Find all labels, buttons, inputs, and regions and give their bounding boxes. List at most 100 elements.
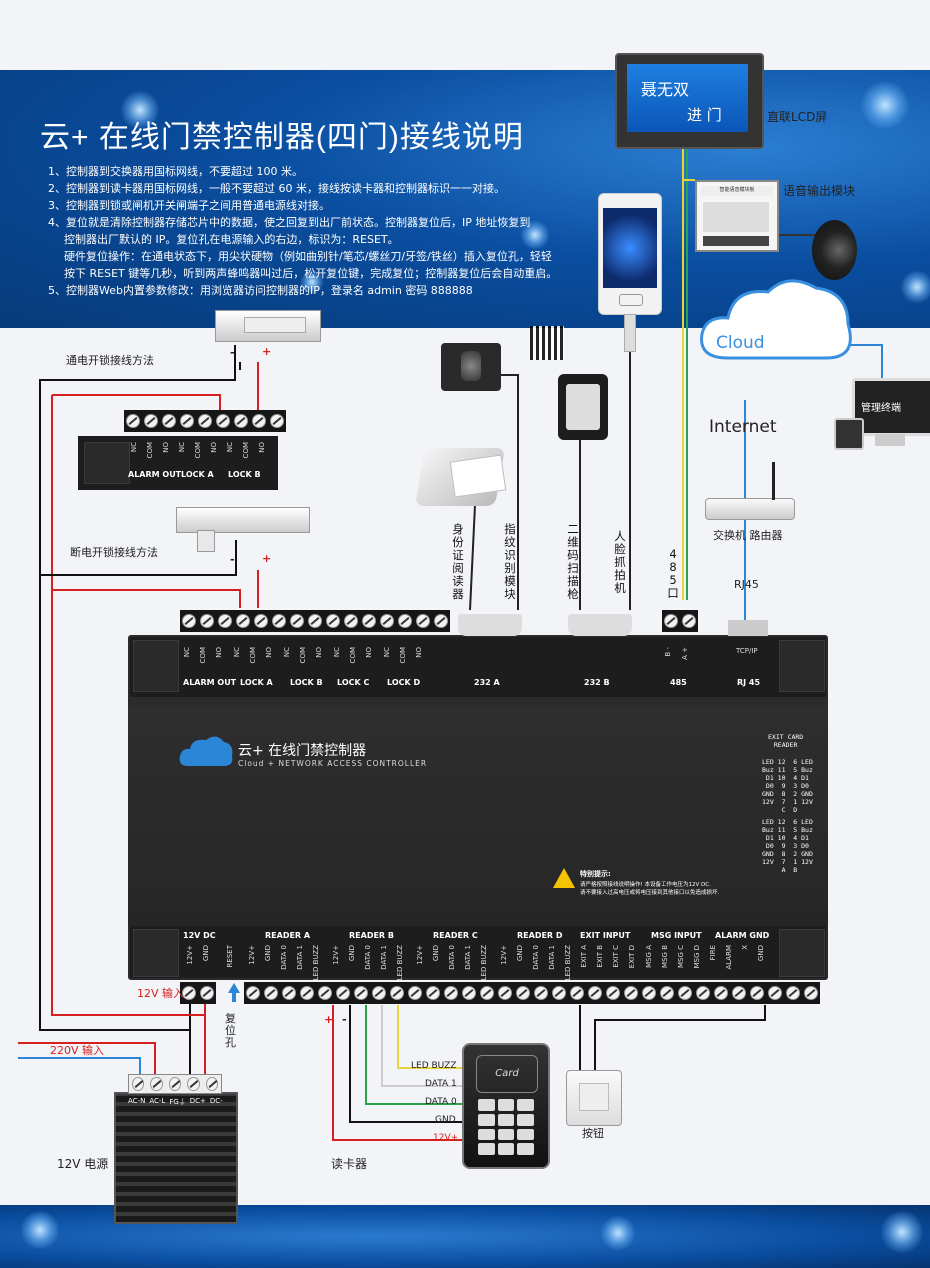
screw-terminal[interactable] [300, 986, 314, 1000]
screw-terminal[interactable] [308, 614, 322, 628]
reader-wire-label: GND [435, 1115, 456, 1125]
screw-terminal[interactable] [444, 986, 458, 1000]
screw-terminal[interactable] [254, 614, 268, 628]
lock-off-label: 断电开锁接线方法 [70, 546, 158, 559]
keypad-key[interactable] [517, 1113, 534, 1126]
screw-terminal[interactable] [678, 986, 692, 1000]
screw-terminal[interactable] [786, 986, 800, 1000]
lock-off-plus: + [262, 552, 272, 565]
screw-terminal[interactable] [182, 986, 196, 1000]
screw-terminal[interactable] [362, 614, 376, 628]
screw-terminal[interactable] [682, 614, 696, 628]
screw-terminal[interactable] [132, 1077, 145, 1091]
keypad-key[interactable] [497, 1113, 515, 1126]
reset-hole-label: 复 位 孔 [225, 1012, 236, 1049]
keypad-key[interactable] [517, 1143, 534, 1155]
wire-reader-d1 [381, 1005, 462, 1087]
top-pin-label: NC [383, 647, 391, 658]
screw-terminal[interactable] [552, 986, 566, 1000]
keypad-key[interactable] [497, 1143, 515, 1155]
screw-terminal[interactable] [282, 986, 296, 1000]
bottom-section-label: READER D [517, 931, 563, 940]
screw-terminal[interactable] [624, 986, 638, 1000]
screw-terminal[interactable] [516, 986, 530, 1000]
screw-terminal[interactable] [234, 414, 248, 428]
exit-button-face[interactable] [579, 1083, 609, 1111]
screw-terminal[interactable] [380, 614, 394, 628]
keypad-key[interactable] [517, 1128, 534, 1141]
screw-terminal[interactable] [664, 614, 678, 628]
psu-pin: DC+ [189, 1097, 206, 1105]
screw-terminal[interactable] [344, 614, 358, 628]
keypad-key[interactable] [478, 1143, 495, 1155]
screw-terminal[interactable] [264, 986, 278, 1000]
power-terminals [180, 982, 216, 1004]
screw-terminal[interactable] [246, 986, 260, 1000]
screw-terminal[interactable] [426, 986, 440, 1000]
screw-terminal[interactable] [480, 986, 494, 1000]
db9-port-232a[interactable] [458, 614, 522, 636]
screw-terminal[interactable] [218, 614, 232, 628]
screw-terminal[interactable] [150, 1077, 163, 1091]
screw-terminal[interactable] [696, 986, 710, 1000]
screw-terminal[interactable] [462, 986, 476, 1000]
screw-terminal[interactable] [144, 414, 158, 428]
screw-terminal[interactable] [126, 414, 140, 428]
screw-terminal[interactable] [236, 614, 250, 628]
screw-terminal[interactable] [372, 986, 386, 1000]
screw-terminal[interactable] [398, 614, 412, 628]
screw-terminal[interactable] [660, 986, 674, 1000]
lock-off-minus: - [230, 553, 235, 566]
screw-terminal[interactable] [252, 414, 266, 428]
screw-terminal[interactable] [205, 1077, 219, 1091]
screw-terminal[interactable] [180, 414, 194, 428]
screw-terminal[interactable] [390, 986, 404, 1000]
screw-terminal[interactable] [200, 614, 214, 628]
screw-terminal[interactable] [162, 414, 176, 428]
screw-terminal[interactable] [588, 986, 602, 1000]
screw-terminal[interactable] [768, 986, 782, 1000]
screw-terminal[interactable] [272, 614, 286, 628]
keypad-key[interactable] [497, 1128, 515, 1141]
note-item: 4、复位就是清除控制器存储芯片中的数据，使之回复到出厂前状态。控制器复位后，IP… [48, 216, 531, 229]
keypad-key[interactable] [478, 1128, 495, 1141]
screw-terminal[interactable] [200, 986, 214, 1000]
screw-terminal[interactable] [714, 986, 728, 1000]
db9-port-232b[interactable] [568, 614, 632, 636]
screw-terminal[interactable] [354, 986, 368, 1000]
exit-button-device[interactable] [566, 1070, 622, 1126]
screw-terminal[interactable] [198, 414, 212, 428]
keypad-key[interactable] [517, 1099, 534, 1111]
screw-terminal[interactable] [336, 986, 350, 1000]
screw-terminal[interactable] [804, 986, 818, 1000]
screw-terminal[interactable] [187, 1077, 200, 1091]
screw-terminal[interactable] [642, 986, 656, 1000]
screw-terminal[interactable] [290, 614, 304, 628]
screw-terminal[interactable] [606, 986, 620, 1000]
keypad-key[interactable] [497, 1099, 515, 1111]
bottom-pin-label: EXIT D [628, 945, 636, 969]
screw-terminal[interactable] [270, 414, 284, 428]
screw-terminal[interactable] [416, 614, 430, 628]
screw-terminal[interactable] [168, 1077, 182, 1091]
note-item: 5、控制器Web内置参数修改：用浏览器访问控制器的IP，登录名 admin 密码… [48, 284, 473, 297]
top-section-label: 232 A [474, 678, 500, 687]
screw-terminal[interactable] [326, 614, 340, 628]
screw-terminal[interactable] [408, 986, 422, 1000]
screw-terminal[interactable] [498, 986, 512, 1000]
screw-terminal[interactable] [534, 986, 548, 1000]
screw-terminal[interactable] [434, 614, 448, 628]
rj45-port[interactable] [728, 620, 768, 636]
screw-terminal[interactable] [732, 986, 746, 1000]
keypad-key[interactable] [478, 1113, 495, 1126]
keypad-key[interactable] [478, 1099, 495, 1111]
screw-terminal[interactable] [182, 614, 196, 628]
screw-terminal[interactable] [750, 986, 764, 1000]
screw-terminal[interactable] [318, 986, 332, 1000]
screw-terminal[interactable] [570, 986, 584, 1000]
controller-mount-bl [133, 929, 179, 977]
monitor-icon: 管理终端 [852, 378, 930, 436]
screw-terminal[interactable] [216, 414, 230, 428]
bottom-section-label: EXIT INPUT [580, 931, 631, 940]
